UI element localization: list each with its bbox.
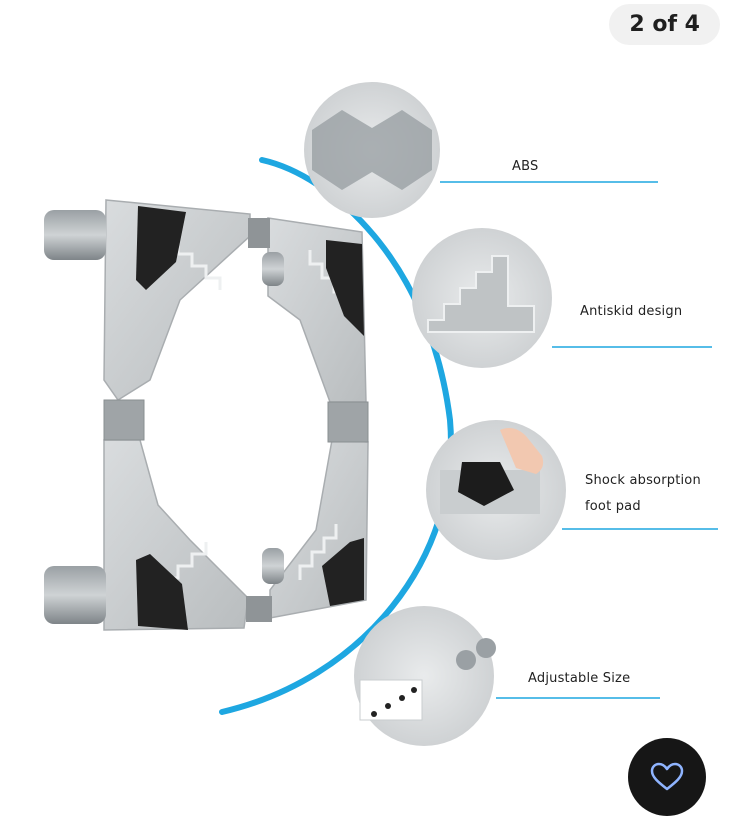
bubble-shock <box>426 420 718 560</box>
feature-label-adjustable-size: Adjustable Size <box>528 671 631 686</box>
bubble-antiskid <box>412 228 712 368</box>
favorite-button[interactable] <box>628 738 706 816</box>
frame <box>103 199 369 631</box>
bubble-abs <box>304 82 658 218</box>
feature-label-abs: ABS <box>512 159 539 174</box>
image-counter: 2 of 4 <box>609 4 720 45</box>
heart-icon <box>650 762 684 791</box>
frame-feet <box>44 210 284 624</box>
feature-label-shock-absorption: Shock absorption foot pad <box>585 473 701 514</box>
feature-label-antiskid: Antiskid design <box>580 304 683 319</box>
bubble-adjustable <box>354 606 660 746</box>
